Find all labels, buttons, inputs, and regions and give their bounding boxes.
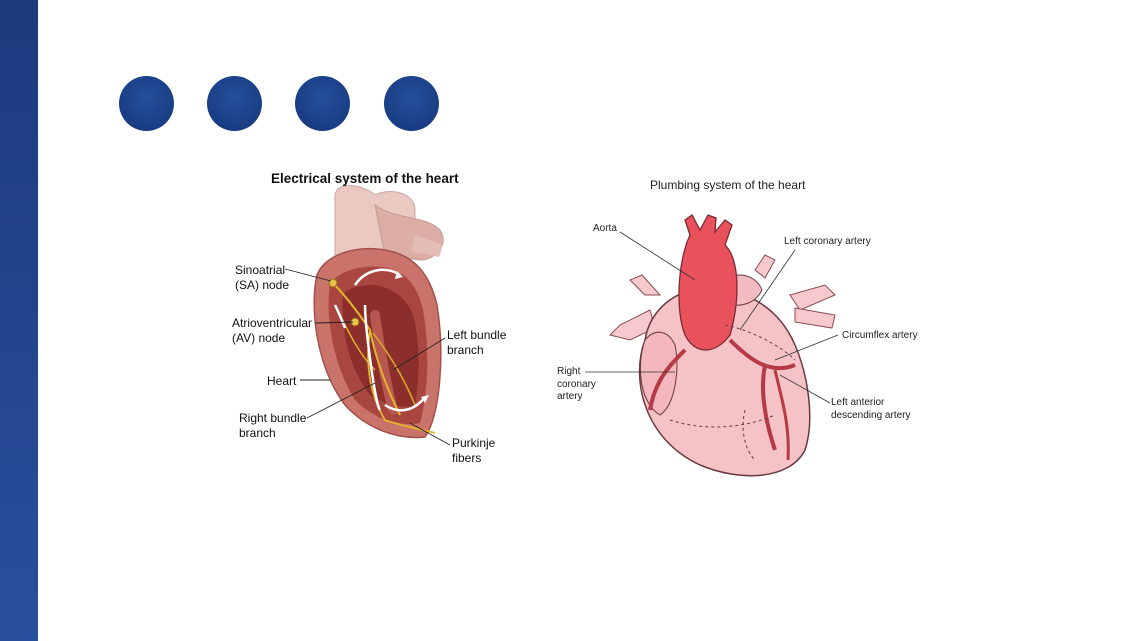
decorative-dot-3 xyxy=(295,76,350,131)
decorative-dot-4 xyxy=(384,76,439,131)
label-right-bundle-branch: Right bundle branch xyxy=(239,411,307,440)
electrical-heart-illustration xyxy=(284,185,451,446)
label-aorta: Aorta xyxy=(593,223,617,234)
electrical-system-diagram: Electrical system of the heart Sinoatria… xyxy=(225,165,525,475)
label-sa-node: Sinoatrial (SA) node xyxy=(235,263,290,292)
label-left-bundle-branch: Left bundle branch xyxy=(447,328,507,357)
label-right-coronary-artery: Right coronary artery xyxy=(557,366,596,402)
plumbing-heart-illustration xyxy=(585,214,839,477)
electrical-system-title: Electrical system of the heart xyxy=(271,171,459,186)
left-accent-bar xyxy=(0,0,38,641)
label-purkinje-fibers: Purkinje fibers xyxy=(452,436,496,465)
label-left-anterior-descending-artery: Left anterior descending artery xyxy=(831,397,911,421)
label-circumflex-artery: Circumflex artery xyxy=(842,330,918,341)
label-av-node: Atrioventricular (AV) node xyxy=(232,316,313,345)
plumbing-system-diagram: Plumbing system of the heart Aorta Left … xyxy=(550,160,930,490)
decorative-dot-2 xyxy=(207,76,262,131)
label-heart: Heart xyxy=(267,374,297,388)
plumbing-system-title: Plumbing system of the heart xyxy=(650,178,806,192)
decorative-dot-1 xyxy=(119,76,174,131)
label-left-coronary-artery: Left coronary artery xyxy=(784,236,871,247)
